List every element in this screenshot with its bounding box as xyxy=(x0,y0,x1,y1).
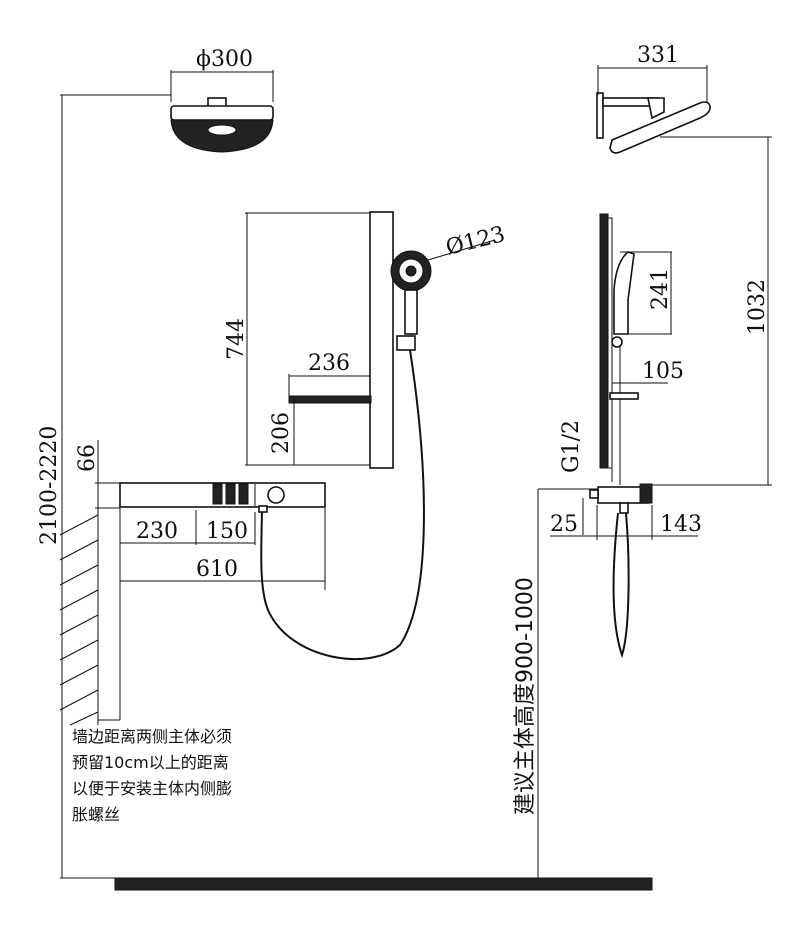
handset-diameter-label: Ø123 xyxy=(443,222,507,261)
wall-hatch xyxy=(59,508,99,726)
shower-column-side xyxy=(599,136,772,486)
shower-head-front xyxy=(170,70,274,153)
mixer-bar-front xyxy=(95,440,326,725)
head-diameter-label: ϕ300 xyxy=(196,47,253,72)
handset-length-label: 241 xyxy=(648,268,673,310)
total-height-dimension xyxy=(60,94,171,879)
shelf-height-label: 206 xyxy=(269,412,294,454)
mixer-side xyxy=(538,483,698,659)
hand-shower-front xyxy=(260,239,496,661)
thread-label: G1/2 xyxy=(559,420,584,473)
wall-gap-label: 230 xyxy=(136,519,178,544)
mixer-height-label: 66 xyxy=(75,444,100,472)
mixer-depth-label: 143 xyxy=(660,512,702,537)
install-note: 墙边距离两侧主体必须 预留10cm以上的距离 以便于安装主体内侧膨 胀螺丝 xyxy=(72,727,232,824)
floor xyxy=(114,877,653,891)
shelf-depth-label: 105 xyxy=(642,359,684,384)
shower-column-front xyxy=(245,211,394,469)
install-note-line-2: 预留10cm以上的距离 xyxy=(72,753,229,772)
side-column-height-label: 1032 xyxy=(745,279,770,335)
install-note-line-1: 墙边距离两侧主体必须 xyxy=(72,727,232,746)
shelf-width-label: 236 xyxy=(308,351,350,376)
install-note-line-4: 胀螺丝 xyxy=(72,805,120,824)
pipe-offset-label: 25 xyxy=(550,512,578,537)
mixer-length-label: 610 xyxy=(196,557,238,582)
column-height-label: 744 xyxy=(224,318,249,360)
shower-head-side xyxy=(596,65,711,154)
arm-length-label: 331 xyxy=(637,43,679,68)
total-height-label: 2100-2220 xyxy=(37,426,62,545)
recommended-height-label: 建议主体高度900-1000 xyxy=(513,577,538,815)
valve-width-label: 150 xyxy=(206,519,248,544)
install-note-line-3: 以便于安装主体内侧膨 xyxy=(72,779,232,798)
